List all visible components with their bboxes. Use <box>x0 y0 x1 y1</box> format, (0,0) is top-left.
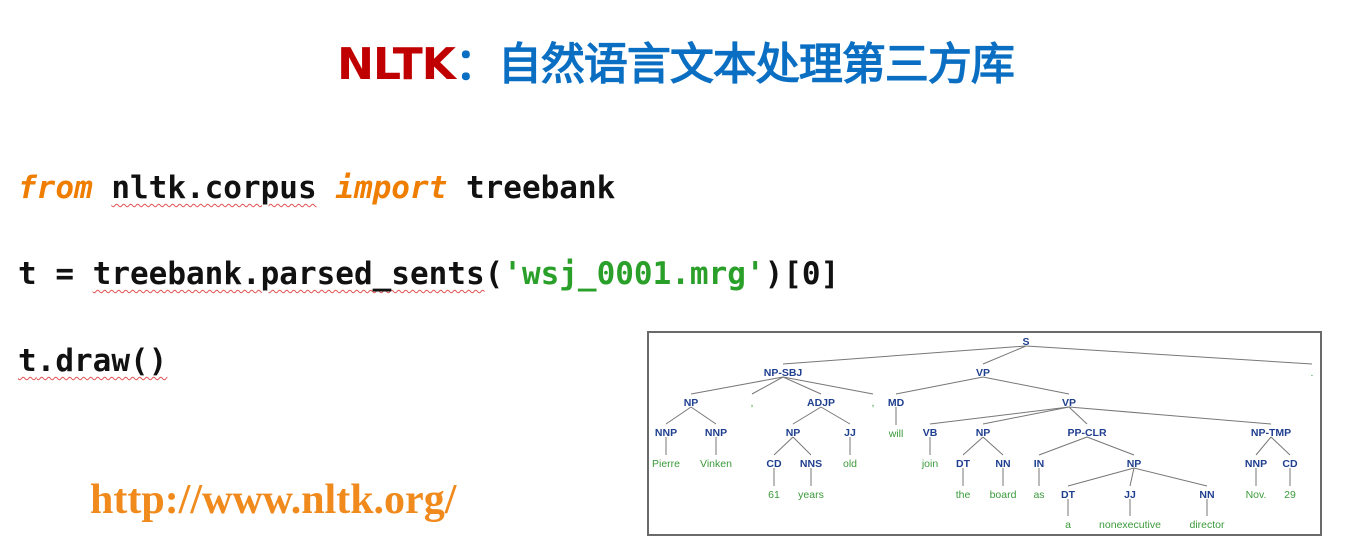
tree-node-label: NP <box>1127 458 1142 470</box>
tree-edge <box>895 376 984 395</box>
tree-edge <box>929 406 1070 425</box>
tree-leaf-word: as <box>1033 489 1044 501</box>
parsed-sents-call: treebank.parsed_sents <box>92 256 485 292</box>
tree-leaf-word: Pierre <box>652 458 680 470</box>
tree-leaf-word: . <box>1311 367 1314 379</box>
tree-edge <box>1038 436 1088 456</box>
tree-edge <box>782 345 1027 365</box>
nltk-url-link[interactable]: http://www.nltk.org/ <box>90 477 457 523</box>
tree-node-label: VB <box>923 427 938 439</box>
tree-edge <box>982 376 1070 395</box>
tree-edge <box>1255 436 1272 456</box>
tree-edge <box>1068 406 1088 425</box>
tree-edge <box>792 436 812 456</box>
tree-leaf-word: years <box>798 489 824 501</box>
tree-edge <box>1068 406 1272 425</box>
tree-leaf-word: the <box>956 489 971 501</box>
tree-edge <box>690 406 717 425</box>
tree-edge <box>1067 467 1135 487</box>
tree-leaf-word: Nov. <box>1246 489 1267 501</box>
tree-leaf-word: , <box>751 397 754 409</box>
tree-node-label: MD <box>888 397 905 409</box>
tree-node-label: NP <box>684 397 699 409</box>
code-line-3: t.draw() <box>18 343 167 379</box>
tree-node-label: NNP <box>655 427 677 439</box>
tree-node-label: S <box>1022 336 1029 348</box>
tree-node-label: NP <box>786 427 801 439</box>
parse-tree-image: S NP-SBJ VP. NP, ADJP, MD VP NNP NNP NP JJ will VB NP… <box>647 331 1322 536</box>
tree-node-label: CD <box>766 458 782 470</box>
tree-node-label: IN <box>1034 458 1045 470</box>
tree-edge <box>1270 436 1291 456</box>
close-index: )[0] <box>764 256 840 292</box>
title-brand: NLTK <box>337 39 456 90</box>
tree-edge <box>1025 345 1313 365</box>
code-line-2: t = treebank.parsed_sents('wsj_0001.mrg'… <box>18 256 839 292</box>
tree-leaf-word: , <box>872 397 875 409</box>
slide-title: NLTK：自然语言文本处理第三方库 <box>0 28 1351 92</box>
module-name: nltk.corpus <box>111 170 317 206</box>
tree-node-label: NNS <box>800 458 822 470</box>
tree-leaf-word: nonexecutive <box>1099 519 1161 531</box>
tree-leaf-word: 29 <box>1284 489 1296 501</box>
draw-var: t <box>18 343 37 379</box>
code-line-1: from nltk.corpus import treebank <box>18 170 615 206</box>
tree-leaf-word: board <box>990 489 1017 501</box>
tree-node-label: NN <box>995 458 1010 470</box>
keyword-import: import <box>335 170 448 206</box>
tree-node-label: VP <box>1062 397 1076 409</box>
tree-leaf-word: director <box>1189 519 1225 531</box>
title-subtitle: 自然语言文本处理第三方库 <box>497 39 1015 90</box>
tree-leaf-word: join <box>921 458 939 470</box>
tree-leaf-word: will <box>888 428 904 440</box>
var-t: t <box>18 256 37 292</box>
tree-edge <box>982 345 1027 365</box>
tree-node-label: ADJP <box>807 397 835 409</box>
tree-node-label: NNP <box>705 427 727 439</box>
tree-edge <box>782 376 822 395</box>
title-separator: ： <box>454 39 499 90</box>
tree-node-label: DT <box>1061 489 1076 501</box>
tree-node-label: JJ <box>1124 489 1136 501</box>
tree-edge <box>1086 436 1135 456</box>
tree-edge <box>782 376 874 395</box>
tree-edge <box>773 436 794 456</box>
tree-edge <box>792 406 822 425</box>
draw-obj: t.draw() <box>18 343 167 379</box>
assign-op: = <box>36 256 93 292</box>
tree-node-label: NN <box>1199 489 1214 501</box>
tree-node-label: NP-SBJ <box>764 367 803 379</box>
tree-edge <box>1133 467 1208 487</box>
tree-edge <box>982 406 1070 425</box>
tree-node-label: VP <box>976 367 990 379</box>
open-paren: ( <box>484 256 504 292</box>
tree-node-label: NP <box>976 427 991 439</box>
tree-node-label: NP-TMP <box>1251 427 1291 439</box>
tree-node-label: DT <box>956 458 971 470</box>
tree-leaf-word: 61 <box>768 489 780 501</box>
tree-leaf-word: a <box>1065 519 1071 531</box>
tree-edge <box>820 406 851 425</box>
tree-node-label: CD <box>1282 458 1298 470</box>
tree-edge <box>690 376 784 395</box>
tree-node-label: PP-CLR <box>1067 427 1107 439</box>
tree-leaf-word: old <box>843 458 857 470</box>
draw-method: .draw() <box>36 343 168 379</box>
tree-node-label: NNP <box>1245 458 1267 470</box>
tree-edge <box>1129 467 1135 487</box>
tree-edge <box>751 376 784 395</box>
import-name: treebank <box>465 170 616 206</box>
tree-edge <box>982 436 1004 456</box>
keyword-from: from <box>18 170 93 206</box>
tree-leaf-word: Vinken <box>700 458 732 470</box>
tree-edge <box>665 406 692 425</box>
tree-node-label: JJ <box>844 427 856 439</box>
string-arg: 'wsj_0001.mrg' <box>503 256 765 292</box>
parse-tree-svg: S NP-SBJ VP. NP, ADJP, MD VP NNP NNP NP JJ will VB NP… <box>652 336 1314 531</box>
tree-edge <box>962 436 984 456</box>
